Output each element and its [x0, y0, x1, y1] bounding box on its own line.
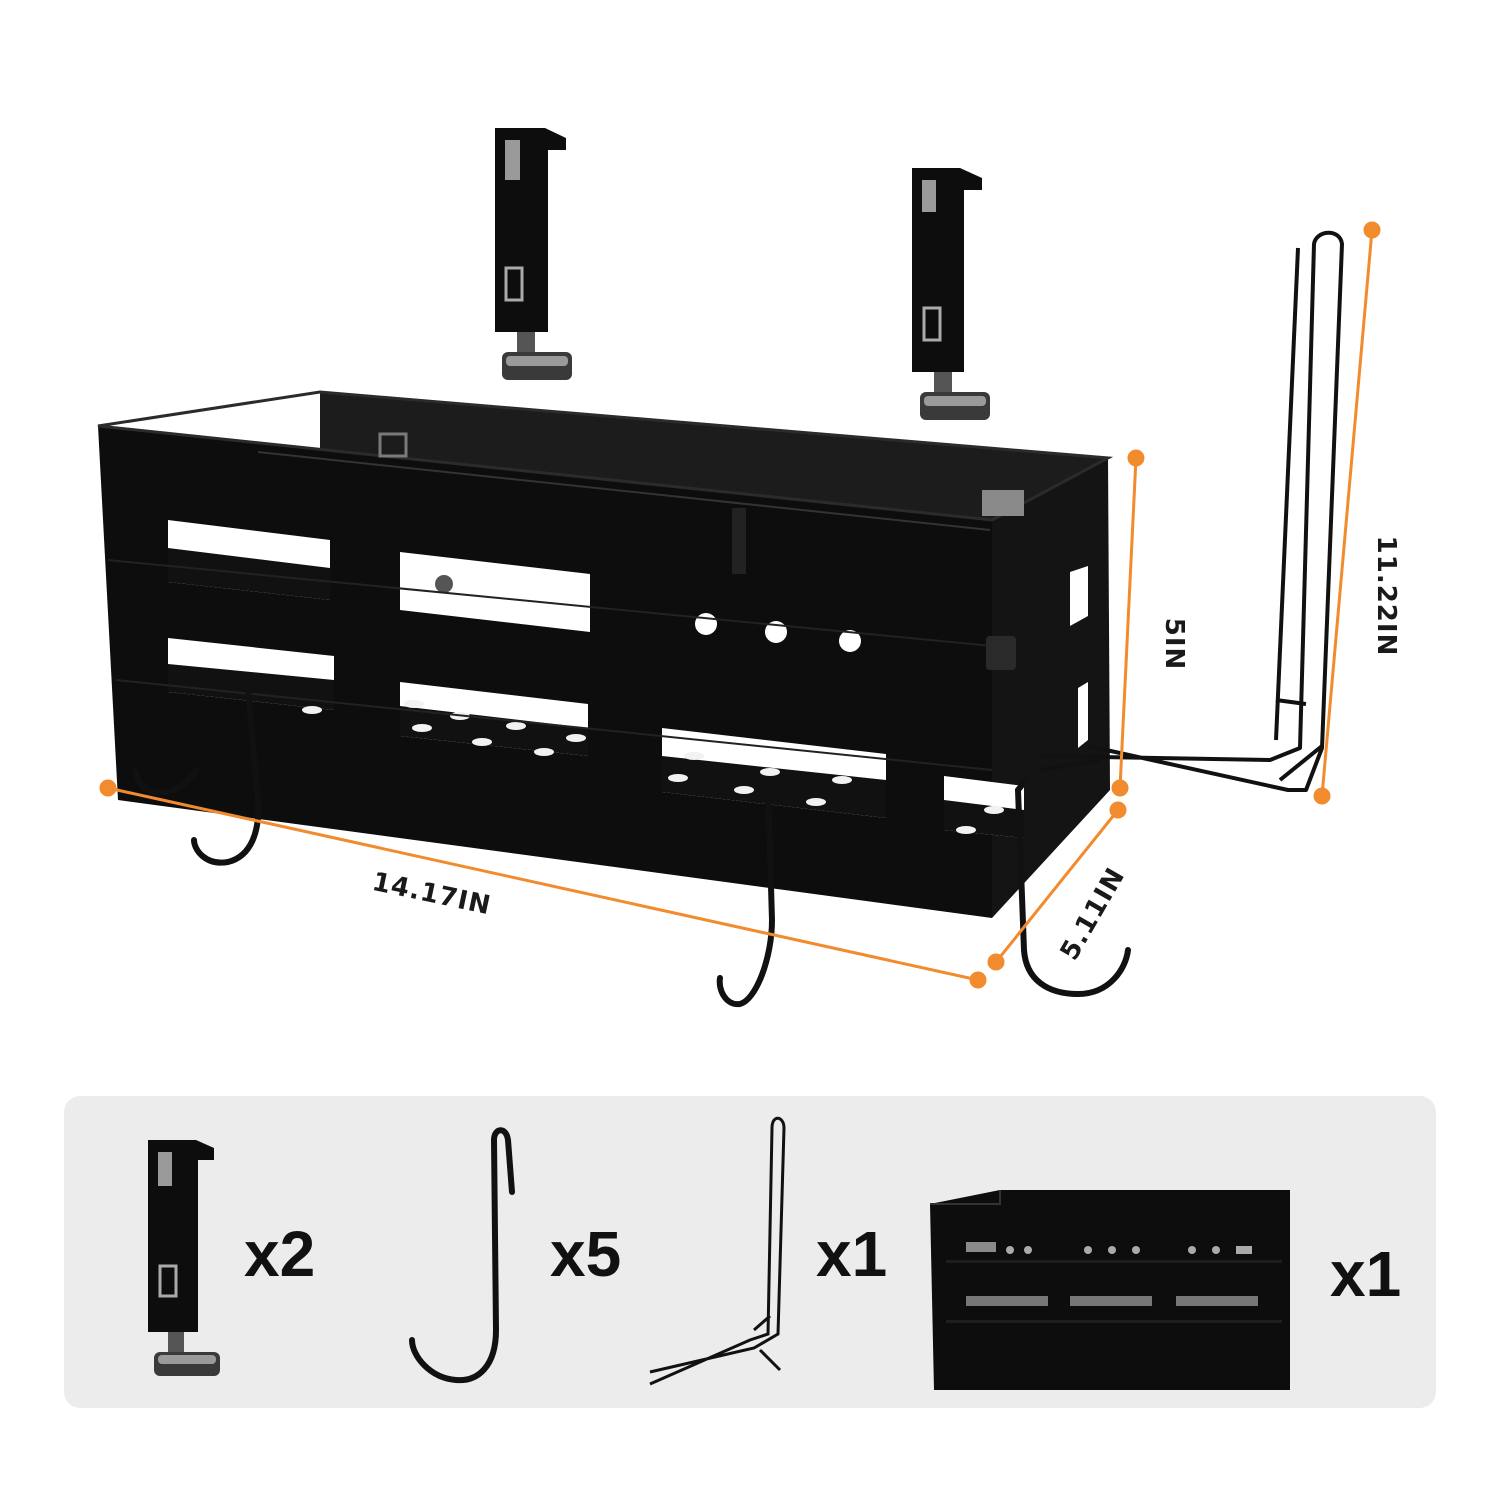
length-label: 14.17IN	[370, 867, 494, 921]
basket-icon	[930, 1190, 1290, 1390]
mounting-clip-right	[912, 168, 990, 420]
width-label: 5.11IN	[1055, 863, 1132, 966]
basket-main	[97, 390, 1114, 918]
clip-quantity: x2	[244, 1218, 315, 1290]
s-hook-icon	[409, 1127, 515, 1384]
hooks	[133, 683, 1131, 1008]
mounting-clip-left	[495, 128, 572, 380]
hook-quantity: x5	[550, 1218, 621, 1290]
dimension-lines	[99, 221, 1381, 989]
basket-quantity: x1	[1330, 1238, 1401, 1310]
holder-height-label: 11.22IN	[1371, 536, 1401, 657]
towel-holder	[1039, 230, 1344, 792]
holder-quantity: x1	[816, 1218, 887, 1290]
towel-holder-icon	[649, 1116, 786, 1386]
height-label: 5IN	[1159, 618, 1189, 671]
mounting-clip-icon	[148, 1140, 220, 1376]
